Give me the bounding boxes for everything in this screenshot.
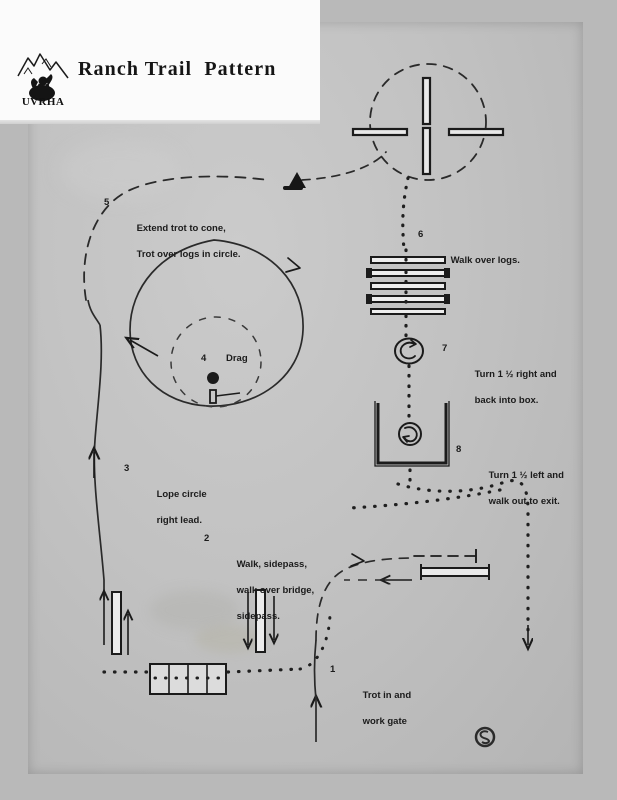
step-4-label: Drag xyxy=(226,353,248,364)
cone-base xyxy=(283,186,303,190)
step-6-number: 6 xyxy=(418,229,424,240)
step-5-number: 5 xyxy=(104,197,110,208)
step-3-line-2: right lead. xyxy=(156,515,202,526)
step-8-line-1: Turn 1 ½ left and xyxy=(488,470,564,481)
step-1-line-1: Trot in and xyxy=(362,690,412,701)
scan-blotch xyxy=(60,140,180,200)
page-title: Ranch Trail Pattern xyxy=(78,58,277,80)
step-1-number: 1 xyxy=(330,664,336,675)
step-2-line-3: sidepass. xyxy=(236,611,280,622)
step-5-label: 5 Extend trot to cone, Trot over logs in… xyxy=(104,196,241,274)
step-2-label: 2 Walk, sidepass, walk over bridge, side… xyxy=(204,532,315,636)
step-7-line-1: Turn 1 ½ right and xyxy=(474,369,557,380)
step-2-line-1: Walk, sidepass, xyxy=(236,559,307,570)
step-3-number: 3 xyxy=(124,463,130,474)
step-3-line-1: Lope circle xyxy=(156,489,207,500)
step-6-label: 6 Walk over logs. xyxy=(418,228,520,280)
step-7-line-2: back into box. xyxy=(474,395,539,406)
step-5-line-1: Extend trot to cone, xyxy=(136,223,226,234)
mountain-horse-rider-logo xyxy=(17,53,69,101)
step-8-label: 8 Turn 1 ½ left and walk out to exit. xyxy=(456,443,564,521)
step-2-number: 2 xyxy=(204,533,210,544)
step-8-line-2: walk out to exit. xyxy=(488,496,560,507)
scan-blotch xyxy=(195,625,265,653)
step-4-number: 4 xyxy=(201,353,207,364)
scan-blotch xyxy=(150,590,240,630)
step-8-number: 8 xyxy=(456,444,462,455)
step-3-label: 3 Lope circle right lead. xyxy=(124,462,207,540)
step-6-line-1: Walk over logs. xyxy=(450,255,520,266)
step-7-number: 7 xyxy=(442,343,448,354)
logo-text: UVRHA xyxy=(21,96,65,108)
step-1-line-2: work gate xyxy=(362,716,407,727)
circular-seal-stamp xyxy=(474,726,496,748)
step-2-line-2: walk over bridge, xyxy=(236,585,315,596)
header-band xyxy=(0,0,320,124)
step-1-label: 1 Trot in and work gate xyxy=(330,663,412,741)
step-5-line-2: Trot over logs in circle. xyxy=(136,249,241,260)
step-7-label: 7 Turn 1 ½ right and back into box. xyxy=(442,342,557,420)
